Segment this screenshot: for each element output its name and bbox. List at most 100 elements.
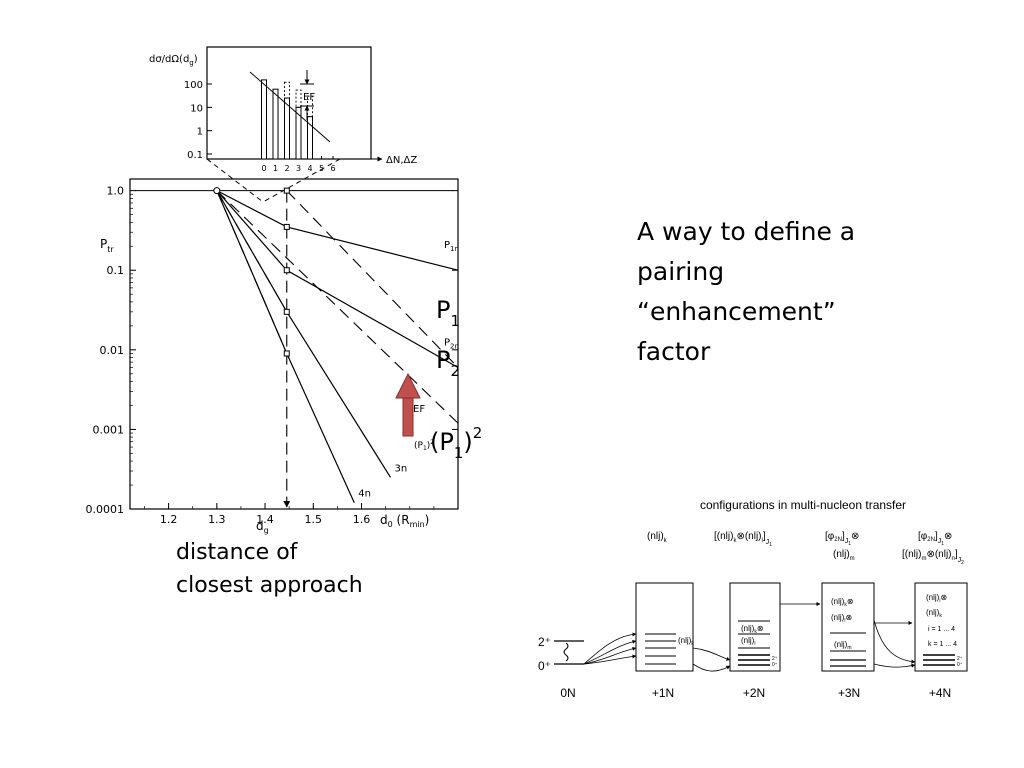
config-box-4n — [914, 582, 968, 672]
inset-x-tick-label: 3 — [296, 164, 301, 173]
description-line: pairing — [637, 257, 725, 286]
config-box-3n — [821, 582, 875, 672]
inset-ef-label: EF — [303, 92, 315, 103]
transfer-probability-chart: 1.0 0.1 0.01 0.001 0.0001 1.2 1.3 1.4 1.5 1.6 P1n… — [86, 178, 459, 535]
inset-connector-right — [262, 158, 341, 203]
square-marker — [283, 187, 290, 194]
inset-x-tick-label: 2 — [284, 164, 289, 173]
enhancement-description: A way to define a pairing “enhancement” … — [637, 212, 967, 372]
series-line — [216, 190, 391, 478]
series-line — [216, 190, 459, 271]
series-label: 4n — [358, 489, 371, 500]
y-axis-label: Ptr — [100, 237, 114, 254]
configurations-title: configurations in multi-nucleon transfer — [700, 498, 906, 512]
inset-x-tick-label: 5 — [319, 164, 324, 173]
square-marker — [283, 267, 290, 274]
series-line — [216, 190, 459, 368]
inset-x-tick-label: 0 — [261, 164, 266, 173]
distance-caption: distance of closest approach — [176, 536, 363, 602]
config-box-1n — [635, 582, 694, 672]
p1-label: P1 — [436, 296, 460, 330]
x-tick-label: 1.4 — [256, 513, 274, 526]
x-axis-label: d0 (Rmin) — [380, 513, 429, 529]
inset-dotted-bar — [295, 89, 302, 108]
col-label-1: (nlj)k — [647, 531, 668, 544]
box4-label-c: i = 1 ... 4 — [928, 626, 955, 633]
box4-label-d: k = 1 ... 4 — [928, 641, 957, 648]
p1-squared-small-label: (P1)2 — [414, 439, 434, 452]
box4-label-b: (nlj)k — [926, 608, 942, 619]
enhancement-arrow — [395, 372, 421, 437]
inset-y-tick-label: 0.1 — [187, 150, 203, 161]
state-label-2plus: 2⁺ — [538, 635, 551, 649]
configurations-figure: configurations in multi-nucleon transfer… — [538, 498, 968, 700]
inset-bar — [272, 88, 279, 160]
x-tick-label: 1.5 — [305, 513, 323, 526]
box3-label-b: (nlj)l⊗ — [831, 613, 852, 624]
p2-label: P2 — [436, 346, 460, 380]
box4-label-a: (nlj)i⊗ — [926, 593, 947, 604]
description-line: A way to define a — [637, 217, 856, 246]
p1-squared-label: (P1)2 — [430, 424, 482, 462]
inset-y-tick-label: 100 — [184, 80, 203, 91]
series-label: P1n — [444, 240, 459, 253]
square-marker — [283, 308, 290, 315]
inset-connector-left — [206, 158, 264, 203]
square-marker — [283, 223, 290, 230]
col-label-4-top: [φ2N]J1⊗ — [918, 531, 952, 547]
description-line: factor — [637, 337, 711, 366]
y-tick-label: 0.0001 — [86, 503, 125, 516]
plot-frame — [129, 178, 459, 510]
inset-x-tick-label: 1 — [273, 164, 278, 173]
y-tick-label: 0.01 — [100, 344, 125, 357]
circle-marker — [213, 187, 221, 195]
series-line — [216, 190, 355, 503]
inset-bar — [261, 79, 267, 160]
dg-axis-label: dg — [256, 519, 269, 535]
caption-line: closest approach — [176, 573, 363, 598]
x-tick-label: 1.3 — [208, 513, 226, 526]
svg-text:2⁺: 2⁺ — [772, 656, 778, 662]
dashed-line — [216, 190, 288, 354]
dashed-line — [216, 190, 288, 313]
inset-bar — [307, 116, 313, 160]
series-label: P2n — [444, 337, 459, 350]
series-label: 3n — [394, 463, 407, 474]
col-label-3-bottom: (nlj)m — [833, 549, 855, 562]
svg-text:2⁺: 2⁺ — [957, 656, 963, 662]
inset-x-axis-label: ΔN,ΔZ — [386, 155, 417, 166]
caption-line: distance of — [176, 540, 298, 565]
description-line: “enhancement” — [637, 297, 836, 326]
svg-text:0⁺: 0⁺ — [957, 662, 963, 668]
bottom-label-1n: +1N — [652, 686, 674, 700]
bottom-label-3n: +3N — [838, 686, 860, 700]
bottom-label-0n: 0N — [560, 686, 575, 700]
inset-x-tick-label: 6 — [330, 164, 335, 173]
y-tick-label: 1.0 — [107, 185, 125, 198]
x-tick-label: 1.6 — [353, 513, 371, 526]
config-box-2n — [729, 582, 781, 672]
y-tick-label: 0.1 — [107, 264, 125, 277]
state-label-0plus: 0⁺ — [538, 659, 551, 673]
inset-bar — [284, 97, 290, 160]
inset-y-tick-label: 10 — [190, 103, 203, 114]
col-label-2: [(nlj)k⊗(nlj)l]J1 — [714, 531, 772, 548]
box2-label-b: (nlj)l — [741, 636, 755, 647]
col-label-4-bottom: [(nlj)m⊗(nlj)n]J2 — [902, 549, 964, 566]
square-marker — [283, 350, 290, 357]
box1-label: (nlj)k — [678, 636, 694, 647]
bottom-label-4n: +4N — [929, 686, 951, 700]
box3-label-c: (nlj)m — [834, 640, 852, 651]
x-tick-label: 1.2 — [160, 513, 178, 526]
inset-slope-line — [249, 71, 331, 143]
dashed-line — [286, 190, 459, 368]
y-tick-label: 0.001 — [93, 423, 125, 436]
box2-label-a: (nlj)k⊗ — [741, 624, 764, 635]
ef-label: EF — [413, 404, 425, 415]
svg-text:0⁺: 0⁺ — [772, 662, 778, 668]
col-label-3-top: [φ2N]J1⊗ — [825, 531, 859, 547]
inset-dotted-bar — [284, 81, 290, 99]
inset-y-tick-label: 1 — [197, 127, 203, 138]
